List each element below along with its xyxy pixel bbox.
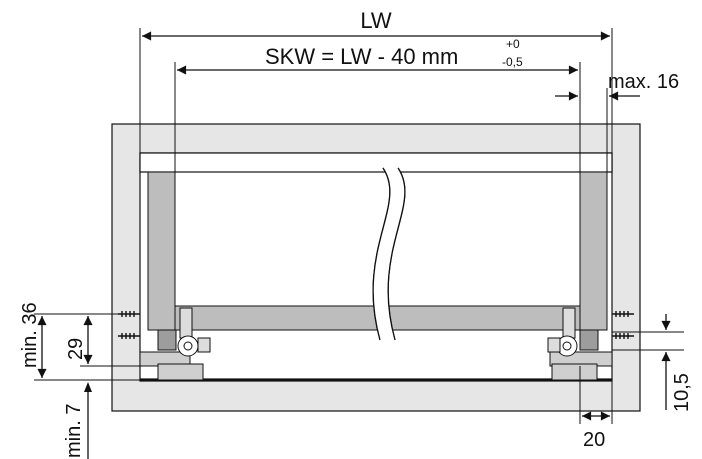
label-lw: LW [360, 8, 392, 33]
label-skw: SKW = LW - 40 mm [265, 44, 458, 69]
runner-clip-icon [547, 307, 613, 381]
dimension-min7 [84, 382, 92, 459]
dimension-max16 [555, 88, 640, 172]
label-tol-minus: -0,5 [502, 55, 523, 69]
label-tol-plus: +0 [506, 37, 520, 51]
label-min36: min. 36 [19, 302, 41, 368]
dimension-10-5 [612, 314, 684, 410]
label-29: 29 [65, 338, 87, 360]
screw-icon [612, 311, 634, 339]
dimension-lw [139, 28, 613, 153]
dimension-29 [80, 315, 158, 367]
break-symbol-icon [372, 167, 406, 341]
label-10-5: 10,5 [671, 373, 693, 412]
dimension-min36 [34, 313, 140, 381]
runner-clip-icon [139, 307, 211, 381]
label-max16: max. 16 [608, 71, 679, 93]
dimension-skw [174, 62, 581, 306]
label-20: 20 [583, 429, 605, 451]
label-min7: min. 7 [63, 404, 85, 458]
dimension-20 [579, 366, 613, 424]
